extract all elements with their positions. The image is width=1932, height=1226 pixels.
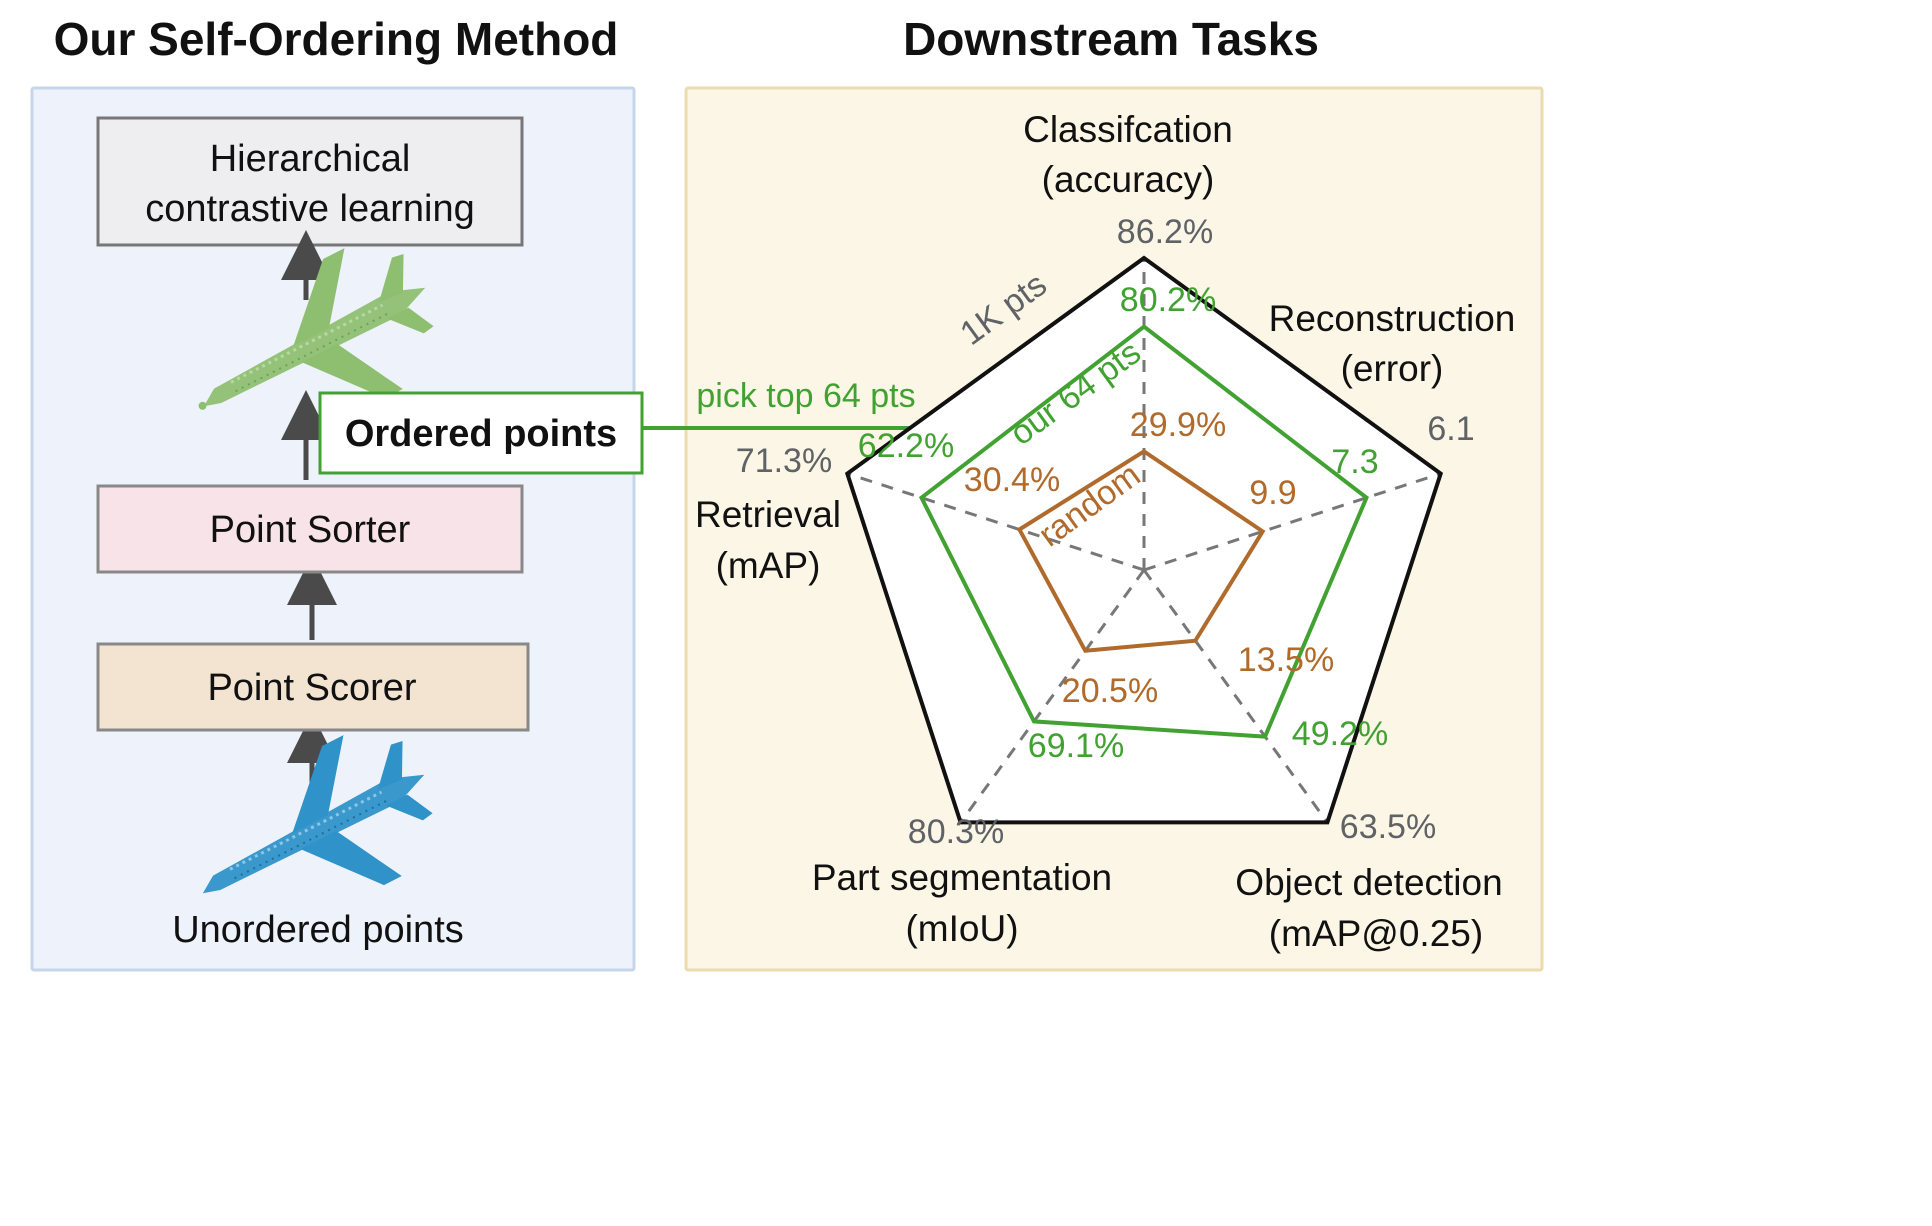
right-panel-title: Downstream Tasks bbox=[903, 13, 1319, 65]
ordered-points-label: Ordered points bbox=[345, 413, 617, 455]
radar-spoke bbox=[846, 472, 1145, 572]
pick-top-label: pick top 64 pts bbox=[696, 377, 915, 415]
axis-segmentation-name: Part segmentation bbox=[812, 857, 1112, 898]
axis-detection-metric: (mAP@0.25) bbox=[1269, 913, 1483, 954]
hierarchical-contrastive-box bbox=[96, 116, 524, 247]
axis-reconstruction-metric: (error) bbox=[1341, 348, 1444, 389]
figure: Our Self-Ordering Method Downstream Task… bbox=[30, 13, 1544, 972]
hierarchical-label-line1: Hierarchical bbox=[210, 138, 411, 180]
value-random-detection: 13.5% bbox=[1238, 641, 1334, 679]
value-random-segmentation: 20.5% bbox=[1062, 672, 1158, 710]
radar-chart bbox=[844, 255, 1444, 825]
value-64-detection: 49.2% bbox=[1292, 715, 1388, 753]
value-1k-detection: 63.5% bbox=[1340, 808, 1436, 846]
value-1k-classification: 86.2% bbox=[1117, 213, 1213, 251]
series-our-64-polygon bbox=[918, 324, 1369, 739]
unordered-points-label: Unordered points bbox=[172, 909, 464, 951]
ordered-airplane-icon bbox=[198, 248, 434, 410]
axis-retrieval-name: Retrieval bbox=[695, 494, 841, 535]
axis-retrieval-metric: (mAP) bbox=[716, 545, 821, 586]
value-1k-reconstruction: 6.1 bbox=[1427, 410, 1474, 448]
value-random-retrieval: 30.4% bbox=[964, 461, 1060, 499]
value-64-classification: 80.2% bbox=[1120, 281, 1216, 319]
series-1k-polygon bbox=[844, 255, 1444, 825]
left-panel-title: Our Self-Ordering Method bbox=[54, 13, 619, 65]
point-sorter-box bbox=[96, 484, 524, 574]
hierarchical-label-line2: contrastive learning bbox=[145, 188, 475, 230]
value-1k-segmentation: 80.3% bbox=[908, 813, 1004, 851]
axis-classification-name: Classifcation bbox=[1023, 109, 1233, 150]
value-64-segmentation: 69.1% bbox=[1028, 727, 1124, 765]
point-scorer-label: Point Scorer bbox=[207, 667, 416, 709]
value-random-reconstruction: 9.9 bbox=[1249, 474, 1296, 512]
radar-spokes bbox=[846, 258, 1442, 824]
axis-reconstruction-name: Reconstruction bbox=[1269, 298, 1516, 339]
radar-spoke bbox=[1142, 569, 1329, 824]
point-scorer-box bbox=[96, 642, 530, 732]
value-64-reconstruction: 7.3 bbox=[1331, 443, 1378, 481]
value-64-retrieval: 62.2% bbox=[858, 427, 954, 465]
axis-detection-name: Object detection bbox=[1235, 862, 1502, 903]
series-random-polygon bbox=[1016, 449, 1266, 653]
radar-spoke bbox=[959, 569, 1146, 824]
radar-spoke bbox=[1143, 472, 1442, 572]
axis-classification-metric: (accuracy) bbox=[1042, 159, 1215, 200]
axis-segmentation-metric: (mIoU) bbox=[905, 908, 1018, 949]
ordered-points-box bbox=[318, 391, 644, 475]
unordered-airplane-icon bbox=[202, 735, 433, 894]
point-sorter-label: Point Sorter bbox=[210, 509, 411, 551]
value-random-classification: 29.9% bbox=[1130, 406, 1226, 444]
value-1k-retrieval: 71.3% bbox=[736, 442, 832, 480]
